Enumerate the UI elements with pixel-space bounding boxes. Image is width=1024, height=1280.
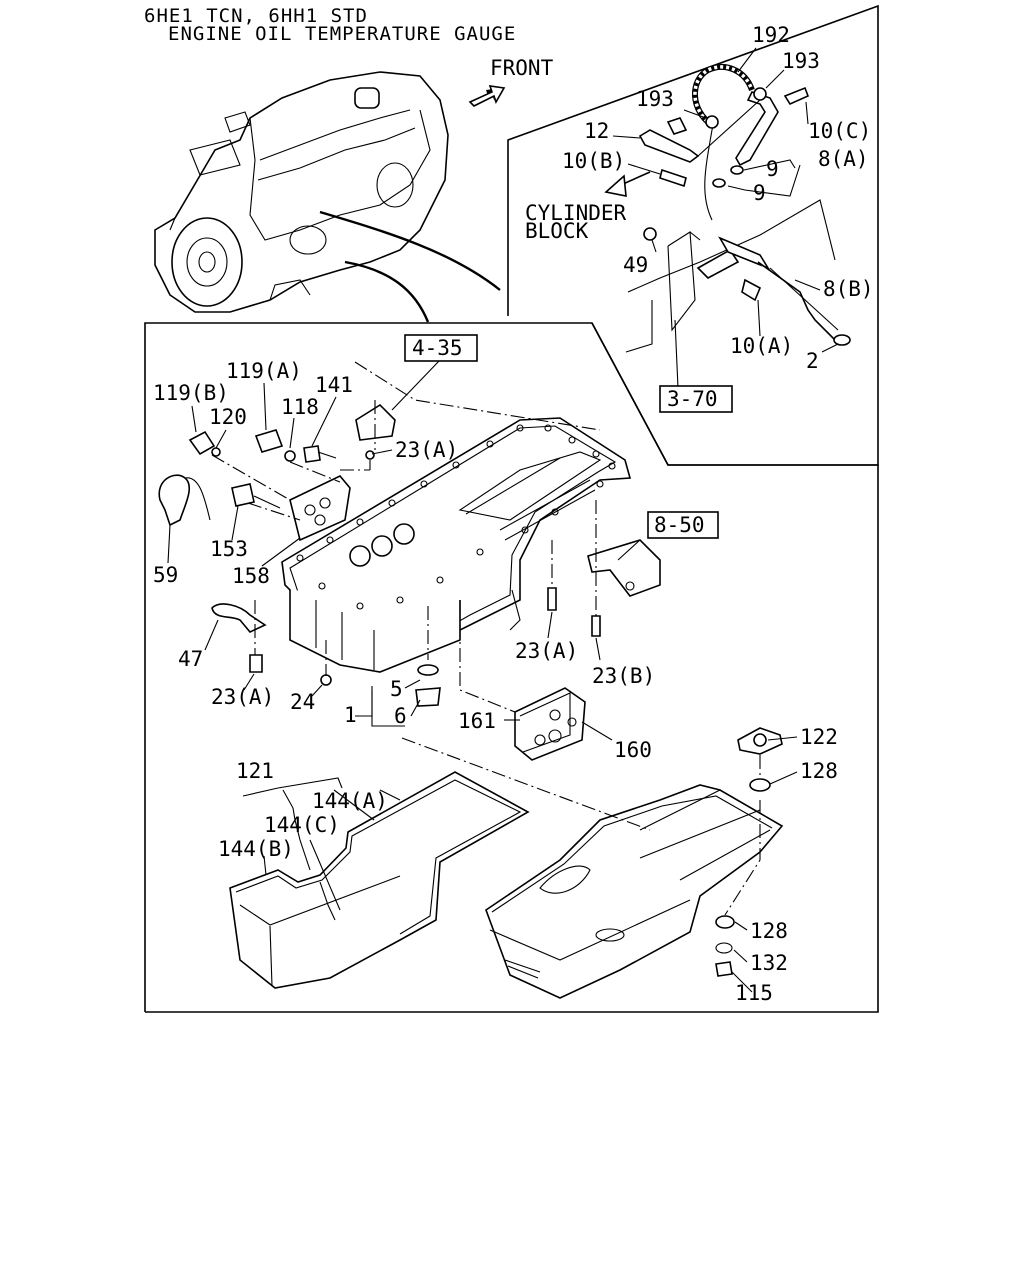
upper-oil-pan: [281, 417, 632, 673]
callout-labels: 192 193 193 12 10(C) 10(B) 9 9 8(A) 49 8…: [153, 23, 874, 1005]
callout-59: 59: [153, 563, 178, 587]
front-label: FRONT: [490, 56, 554, 80]
ref-4-35-label: 4-35: [412, 336, 463, 360]
callout-10c: 10(C): [808, 119, 871, 143]
callout-193: 193: [782, 49, 820, 73]
flange-holes: [296, 424, 616, 610]
callout-12: 12: [584, 119, 609, 143]
ref-3-70-label: 3-70: [667, 387, 718, 411]
callout-47: 47: [178, 647, 203, 671]
diagram-title-line2: ENGINE OIL TEMPERATURE GAUGE: [168, 23, 517, 45]
lower-oil-pan-left: [229, 771, 530, 989]
callout-192: 192: [752, 23, 790, 47]
callout-160: 160: [614, 738, 652, 762]
front-arrow-icon: [468, 85, 506, 107]
ref-box-8-50[interactable]: 8-50: [647, 511, 719, 539]
callout-5: 5: [390, 677, 403, 701]
callout-144c: 144(C): [264, 813, 340, 837]
ref-8-50-label: 8-50: [654, 513, 705, 537]
cylinder-block-label-1: CYLINDER: [525, 201, 627, 225]
lower-oil-pan-right: [485, 784, 784, 999]
inset-hose-192: [692, 63, 755, 131]
callout-115: 115: [735, 981, 773, 1005]
callout-24: 24: [290, 690, 315, 714]
callout-144a: 144(A): [312, 789, 388, 813]
callout-1: 1: [344, 703, 357, 727]
ref-box-3-70[interactable]: 3-70: [659, 385, 733, 413]
main-leaders: [167, 359, 798, 993]
cylinder-block-label-2: BLOCK: [525, 219, 589, 243]
callout-158: 158: [232, 564, 270, 588]
diagram-title-line1: 6HE1 TCN, 6HH1 STD: [144, 5, 368, 27]
callout-119a: 119(A): [226, 359, 302, 383]
inset-frame: [507, 4, 879, 466]
inset-cylinder-block: [625, 199, 851, 353]
sensor-parts: [158, 403, 661, 707]
callout-128: 128: [800, 759, 838, 783]
callout-118: 118: [281, 395, 319, 419]
ref-box-4-35[interactable]: 4-35: [404, 334, 478, 362]
callout-23a: 23(A): [211, 685, 274, 709]
callout-9: 9: [766, 157, 779, 181]
callout-8b: 8(B): [823, 277, 874, 301]
drain-parts: [715, 727, 783, 977]
callout-128: 128: [750, 919, 788, 943]
inset-leaders: [612, 47, 839, 389]
callout-49: 49: [623, 253, 648, 277]
callout-132: 132: [750, 951, 788, 975]
callout-119b: 119(B): [153, 381, 229, 405]
callout-2: 2: [806, 349, 819, 373]
callout-193: 193: [636, 87, 674, 111]
callout-153: 153: [210, 537, 248, 561]
alignment-lines: [211, 361, 761, 916]
callout-121: 121: [236, 759, 274, 783]
callout-23b: 23(B): [592, 664, 655, 688]
callout-23a: 23(A): [515, 639, 578, 663]
callout-161: 161: [458, 709, 496, 733]
callout-6: 6: [394, 704, 407, 728]
callout-8a: 8(A): [818, 147, 869, 171]
callout-144b: 144(B): [218, 837, 294, 861]
inset-pipe-assembly: [638, 86, 810, 221]
engine-illustration: [154, 71, 501, 323]
cylinder-block-arrow-icon: [604, 171, 651, 197]
callout-10a: 10(A): [730, 334, 793, 358]
callout-122: 122: [800, 725, 838, 749]
callout-23a: 23(A): [395, 438, 458, 462]
callout-9: 9: [753, 181, 766, 205]
callout-141: 141: [315, 373, 353, 397]
callout-120: 120: [209, 405, 247, 429]
cover-plate: [514, 687, 586, 761]
callout-10b: 10(B): [562, 149, 625, 173]
